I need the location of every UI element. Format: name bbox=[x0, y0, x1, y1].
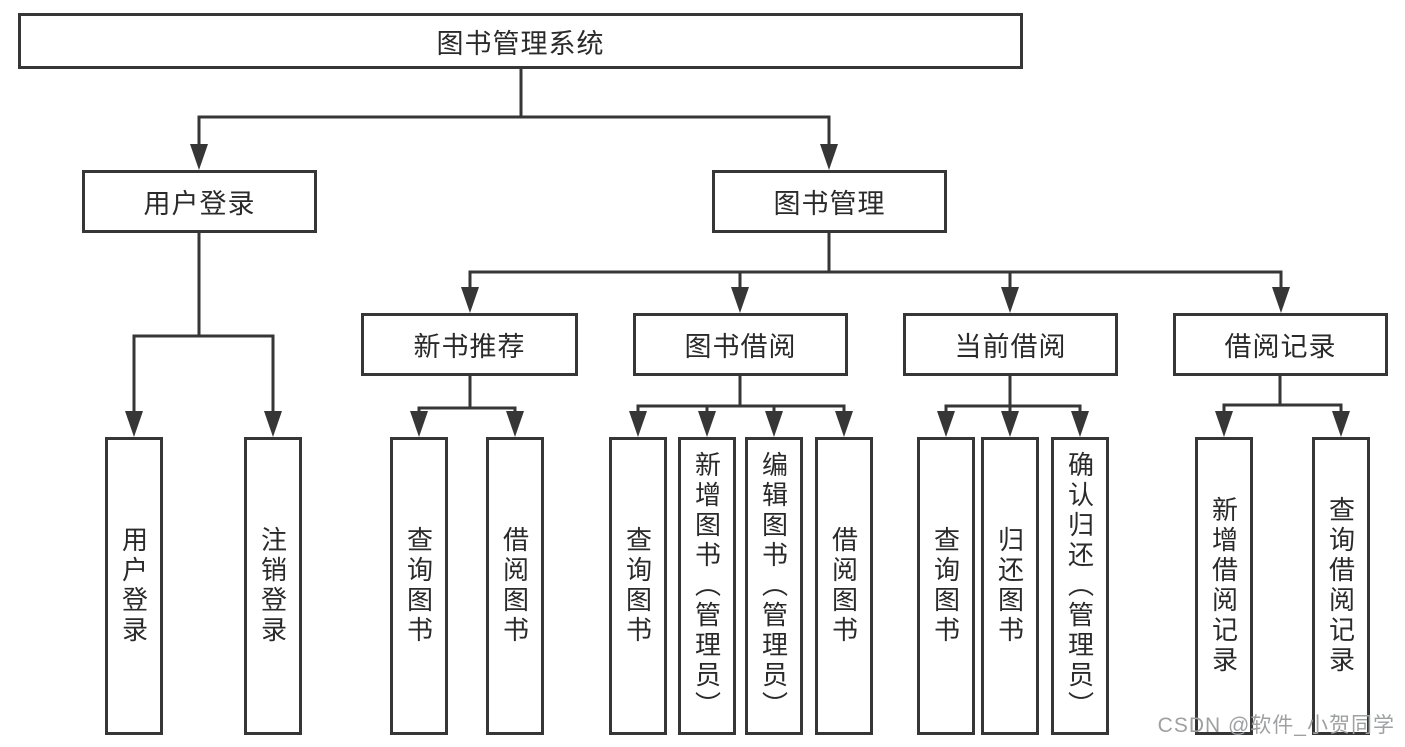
node-borrow-records: 借阅记录 bbox=[1173, 313, 1388, 376]
node-borrow-add-books-admin: 新增图书（管理员） bbox=[678, 437, 736, 735]
node-current-confirm-return-admin: 确认归还（管理员） bbox=[1051, 437, 1109, 735]
edges-borrow-records-children bbox=[1215, 374, 1350, 437]
node-borrow-edit-books-admin: 编辑图书（管理员） bbox=[745, 437, 803, 735]
node-current-return-books: 归还图书 bbox=[981, 437, 1039, 735]
node-book-borrow: 图书借阅 bbox=[633, 313, 848, 376]
edges-book-management-to-level3 bbox=[461, 231, 1290, 313]
node-book-management: 图书管理 bbox=[712, 170, 947, 233]
node-logout-action: 注销登录 bbox=[244, 437, 302, 735]
node-borrow-borrow-books: 借阅图书 bbox=[815, 437, 873, 735]
edges-book-borrow-children bbox=[629, 374, 853, 437]
node-user-login: 用户登录 bbox=[82, 170, 317, 233]
csdn-watermark: CSDN @软件_小贺同学 bbox=[1157, 714, 1395, 737]
edges-user-login-children bbox=[125, 231, 282, 437]
node-records-add-record: 新增借阅记录 bbox=[1195, 437, 1253, 735]
node-current-borrow: 当前借阅 bbox=[903, 313, 1118, 376]
edges-current-borrow-children bbox=[937, 374, 1089, 437]
node-records-query-record: 查询借阅记录 bbox=[1312, 437, 1370, 735]
edges-new-book-recommend-children bbox=[410, 374, 524, 437]
node-user-login-action: 用户登录 bbox=[105, 437, 163, 735]
node-recommend-query-books: 查询图书 bbox=[390, 437, 448, 735]
node-root: 图书管理系统 bbox=[18, 13, 1023, 69]
node-recommend-borrow-books: 借阅图书 bbox=[486, 437, 544, 735]
node-current-query-books: 查询图书 bbox=[917, 437, 975, 735]
node-borrow-query-books: 查询图书 bbox=[609, 437, 667, 735]
node-new-book-recommend: 新书推荐 bbox=[361, 313, 578, 376]
edges-root-to-level2 bbox=[190, 67, 838, 170]
